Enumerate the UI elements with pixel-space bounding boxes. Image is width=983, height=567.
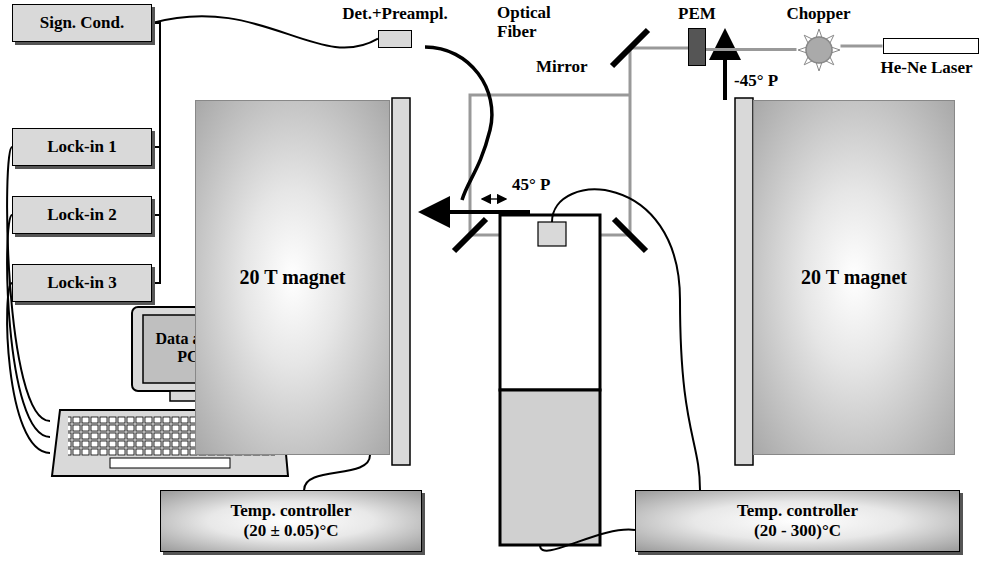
node-label: He-Ne Laser <box>880 58 972 78</box>
node-label: Lock-in 2 <box>47 205 116 225</box>
node-label: Sign. Cond. <box>40 13 125 33</box>
signal-wire <box>152 23 160 283</box>
magnet-plate <box>735 98 753 465</box>
signal-wire <box>7 283 50 453</box>
laser-symbol <box>883 38 979 54</box>
laser-beam <box>841 45 883 48</box>
signal-wire <box>304 455 370 490</box>
laser: He-Ne Laser <box>872 38 981 98</box>
polarizer-arrow <box>422 210 530 214</box>
pem-modulator: PEM <box>668 4 726 72</box>
chop-symbol <box>797 28 841 72</box>
node-label: Chopper <box>786 4 850 24</box>
optical-fiber <box>425 47 492 200</box>
magnet: 20 T magnet <box>753 100 955 455</box>
polarizer-label: -45° P <box>734 72 814 91</box>
detector-preamplifier: Det.+Preampl. <box>320 4 470 60</box>
temperature-controller: Temp. controller(20 - 300)°C <box>635 490 960 552</box>
temperature-controller: Temp. controller(20 ± 0.05)°C <box>160 490 422 552</box>
mirror-label: Mirror <box>536 58 606 77</box>
node-label: (20 - 300)°C <box>754 521 841 541</box>
node-label: Temp. controller <box>737 501 858 521</box>
fiber-label: Optical Fiber <box>497 4 581 41</box>
node-label: 20 T magnet <box>240 266 346 289</box>
node-label: PEM <box>678 4 716 24</box>
pem-symbol <box>688 28 706 66</box>
node-label: Temp. controller <box>231 501 352 521</box>
node-label: Lock-in 1 <box>47 137 116 157</box>
laser-beam <box>706 48 797 51</box>
node-label: (20 ± 0.05)°C <box>244 521 339 541</box>
signal-wire <box>7 215 50 437</box>
laser-beam <box>470 48 690 235</box>
polarizer-label: 45° P <box>512 176 582 195</box>
signal-wire <box>152 23 160 147</box>
lock-in-box: Lock-in 3 <box>12 264 152 302</box>
node-label: Lock-in 3 <box>47 273 116 293</box>
det-symbol <box>378 30 412 48</box>
magnet-plate <box>392 98 410 465</box>
chopper: Chopper <box>778 4 859 76</box>
polarization-direction <box>482 198 506 199</box>
node-label: Det.+Preampl. <box>342 4 448 24</box>
lock-in-box: Lock-in 1 <box>12 128 152 166</box>
magnet: 20 T magnet <box>195 100 390 455</box>
polarizer-arrow <box>723 32 727 100</box>
signal-wire <box>152 23 160 215</box>
oven <box>500 215 600 545</box>
node-label: 20 T magnet <box>801 266 907 289</box>
signal-conditioner-box: Sign. Cond. <box>12 4 152 42</box>
lock-in-box: Lock-in 2 <box>12 196 152 234</box>
